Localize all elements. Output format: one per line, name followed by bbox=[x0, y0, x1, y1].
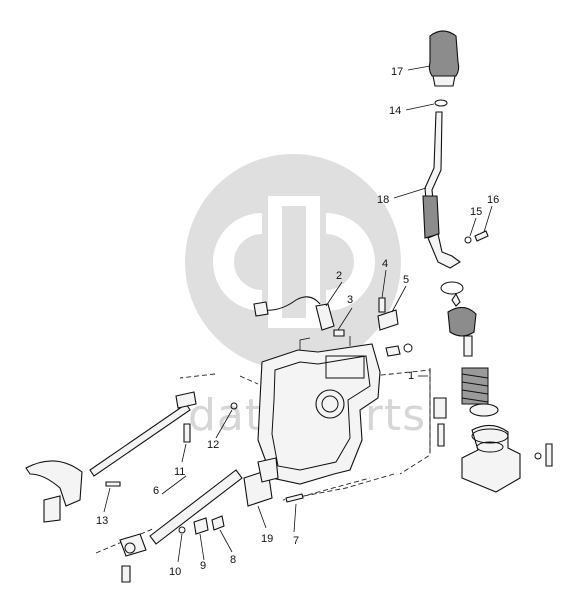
base-washer bbox=[534, 452, 542, 460]
small-pin bbox=[230, 402, 238, 410]
callout-2: 2 bbox=[336, 270, 342, 282]
callout-16: 16 bbox=[487, 194, 499, 206]
shift-lug bbox=[243, 457, 279, 507]
sensor-with-wire bbox=[253, 296, 335, 331]
detent-ball bbox=[178, 526, 186, 534]
detent-plug bbox=[211, 515, 225, 531]
callout-14: 14 bbox=[389, 105, 401, 117]
callout-11: 11 bbox=[174, 466, 185, 478]
callout-4: 4 bbox=[382, 258, 388, 270]
fork-pin bbox=[105, 481, 121, 487]
callout-10: 10 bbox=[169, 566, 181, 578]
gearbox-housing bbox=[257, 336, 381, 485]
bracket bbox=[377, 309, 399, 331]
leader-lines bbox=[103, 65, 493, 563]
callout-18: 18 bbox=[377, 194, 389, 206]
tower-spring bbox=[461, 367, 489, 405]
callout-1: 1 bbox=[408, 370, 414, 382]
lug-pin bbox=[285, 493, 304, 503]
callout-7: 7 bbox=[293, 535, 299, 547]
callout-5: 5 bbox=[403, 274, 409, 286]
shift-knob bbox=[428, 30, 460, 87]
shift-rod-upper bbox=[89, 391, 197, 477]
callout-9: 9 bbox=[200, 560, 206, 572]
detent-spring bbox=[193, 517, 209, 535]
rod-bolt bbox=[121, 565, 131, 583]
roll-pin bbox=[183, 423, 191, 443]
shift-fork bbox=[25, 460, 83, 523]
lever-bolt bbox=[464, 230, 489, 244]
callout-12: 12 bbox=[207, 439, 219, 451]
shift-tower bbox=[433, 281, 521, 493]
callout-6: 6 bbox=[153, 485, 159, 497]
callout-19: 19 bbox=[261, 533, 273, 545]
pin bbox=[333, 329, 345, 337]
base-bolt bbox=[545, 443, 553, 467]
shift-rod-lower bbox=[119, 469, 243, 557]
watermark-logo bbox=[185, 154, 401, 370]
plug-washer bbox=[403, 343, 413, 353]
retaining-ring bbox=[434, 99, 448, 107]
plug bbox=[385, 345, 401, 357]
callout-15: 15 bbox=[470, 206, 482, 218]
bolt bbox=[378, 297, 386, 313]
callout-3: 3 bbox=[347, 294, 353, 306]
callout-13: 13 bbox=[96, 515, 108, 527]
shift-lever bbox=[422, 111, 461, 269]
callout-17: 17 bbox=[391, 66, 403, 78]
callout-8: 8 bbox=[230, 554, 236, 566]
